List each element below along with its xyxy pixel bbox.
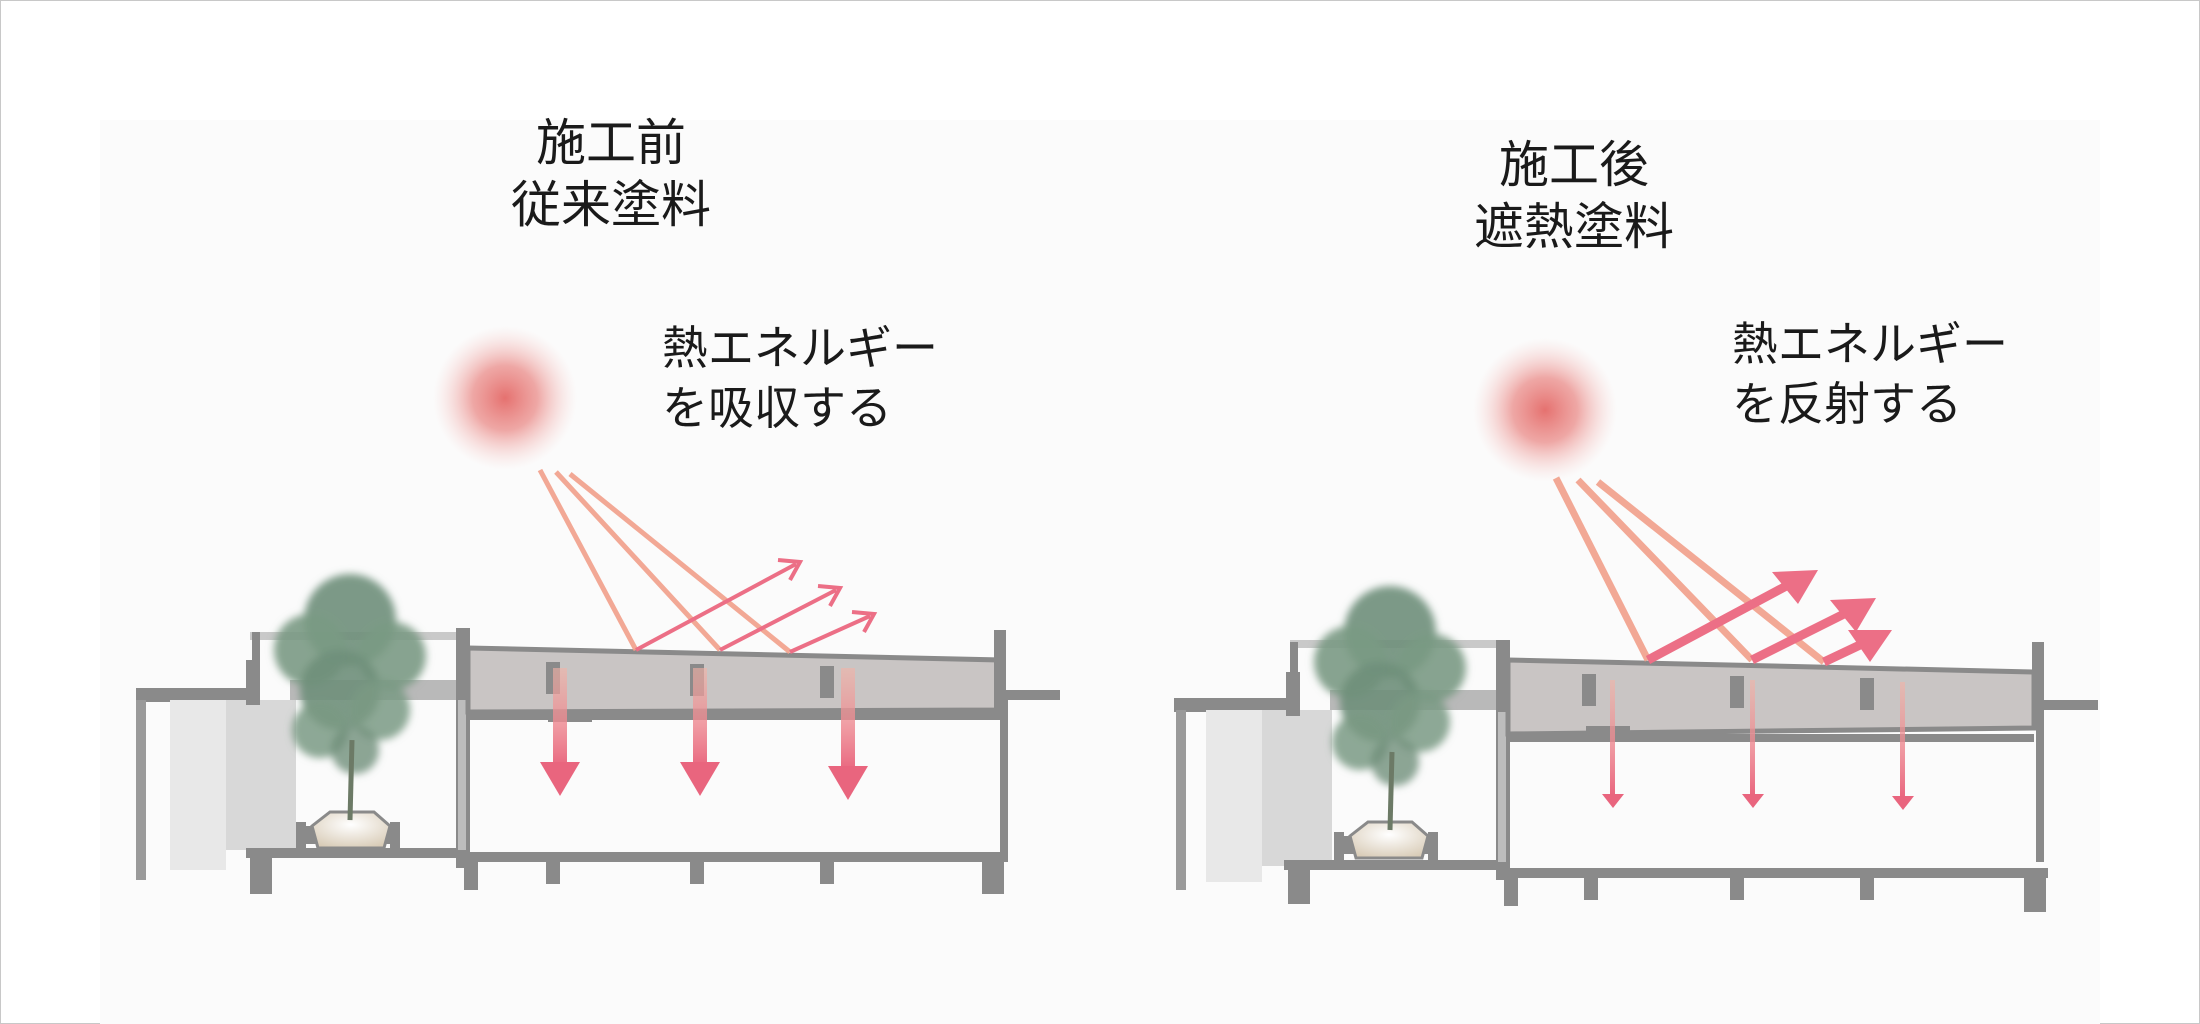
reflected-rays-left bbox=[635, 558, 878, 654]
left-annotation: 熱エネルギー を吸収する bbox=[662, 318, 938, 438]
heat-penetration-arrows-left bbox=[540, 668, 868, 800]
right-annotation: 熱エネルギー を反射する bbox=[1732, 314, 2008, 434]
incoming-rays-left bbox=[537, 468, 792, 654]
right-annotation-line2: を反射する bbox=[1732, 377, 1962, 431]
left-title: 施工前 従来塗料 bbox=[461, 112, 761, 236]
right-title-line2: 遮熱塗料 bbox=[1474, 198, 1674, 256]
left-annotation-line1: 熱エネルギー bbox=[662, 321, 938, 375]
left-title-line2: 従来塗料 bbox=[511, 176, 711, 234]
left-annotation-line2: を吸収する bbox=[662, 381, 892, 435]
right-section-after bbox=[1174, 338, 2098, 912]
tree-left-icon bbox=[274, 574, 426, 774]
sun-left-icon bbox=[433, 326, 577, 470]
tree-right-icon bbox=[1314, 586, 1466, 786]
reflected-rays-right bbox=[1645, 570, 1892, 667]
heat-penetration-arrows-right bbox=[1602, 680, 1914, 810]
incoming-rays-right bbox=[1552, 476, 1827, 665]
right-annotation-line1: 熱エネルギー bbox=[1732, 317, 2008, 371]
right-title-line1: 施工後 bbox=[1499, 136, 1649, 194]
left-title-line1: 施工前 bbox=[536, 114, 686, 172]
right-title: 施工後 遮熱塗料 bbox=[1424, 134, 1724, 258]
building-section-left bbox=[136, 628, 1060, 894]
building-section-right bbox=[1174, 640, 2098, 912]
left-section-before bbox=[136, 326, 1060, 894]
sun-right-icon bbox=[1473, 338, 1617, 482]
